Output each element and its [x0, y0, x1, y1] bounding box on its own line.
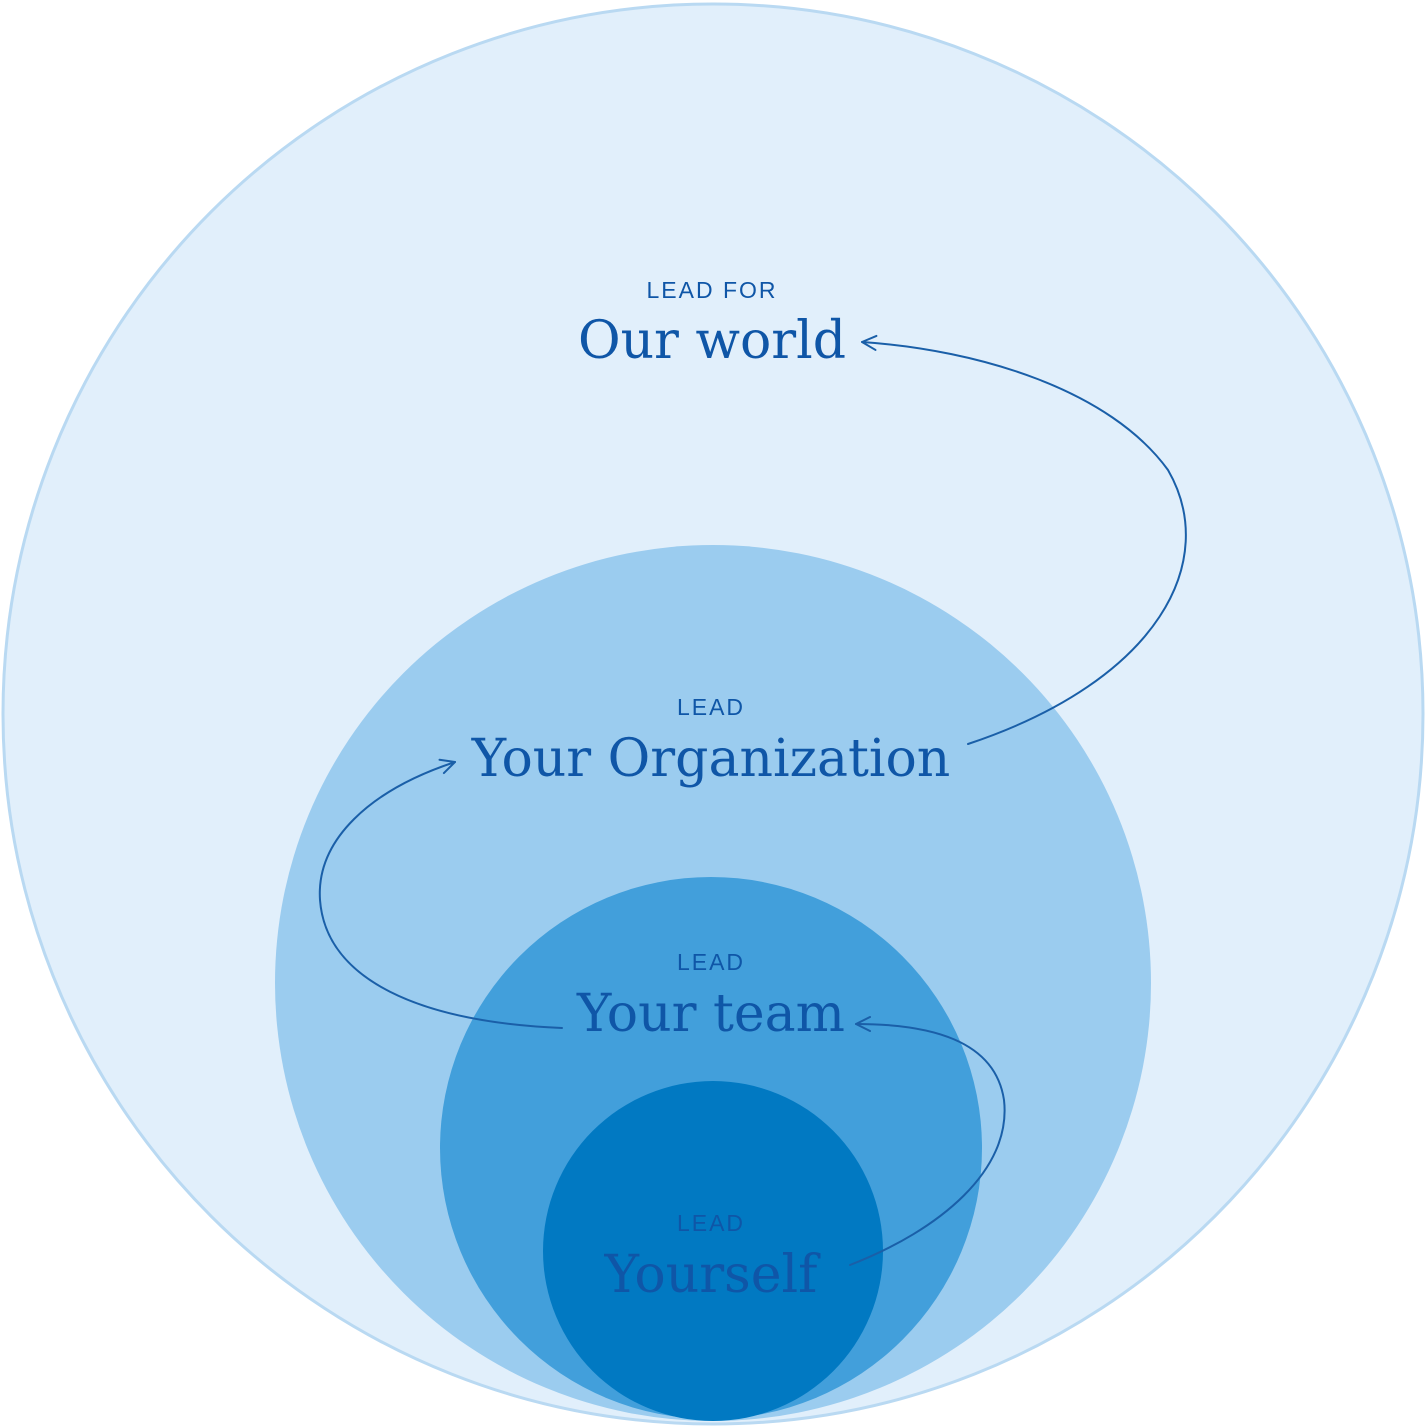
team-kicker: LEAD — [677, 949, 745, 975]
organization-title: Your Organization — [471, 729, 951, 789]
world-kicker: LEAD FOR — [646, 277, 777, 303]
world-title: Our world — [578, 311, 846, 371]
arrow-yourself-to-team — [849, 1016, 1006, 1266]
team-title: Your team — [576, 984, 845, 1044]
arrow-organization-to-world — [861, 334, 1187, 745]
yourself-title: Yourself — [604, 1245, 822, 1305]
yourself-kicker: LEAD — [677, 1210, 745, 1236]
arrow-team-to-organization — [318, 758, 563, 1029]
yourself-circle — [543, 1081, 883, 1421]
organization-kicker: LEAD — [677, 694, 745, 720]
